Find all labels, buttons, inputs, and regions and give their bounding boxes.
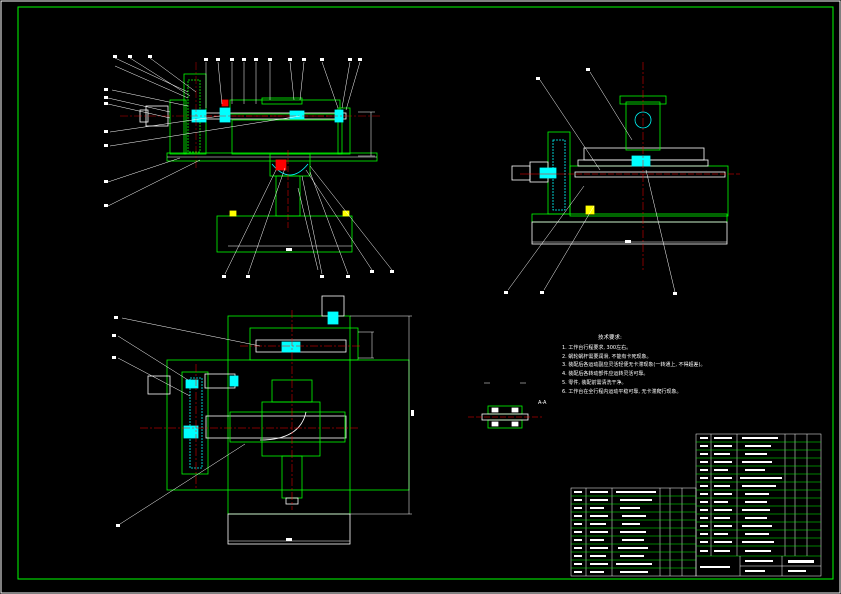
side-view: [511, 62, 740, 270]
section-detail: [468, 382, 542, 429]
technical-note-2: 2. 蜗轮蜗杆需要润滑, 不能有卡死现象。: [562, 353, 652, 360]
section-label: A-A: [538, 400, 547, 406]
side-view-annotations: [507, 71, 727, 293]
top-view-annotations: [117, 315, 412, 542]
technical-notes: 技术要求: 1. 工作台行程要求, 300左右。 2. 蜗轮蜗杆需要润滑, 不能…: [562, 334, 802, 397]
parts-list-right: [695, 433, 822, 577]
technical-note-3: 3. 装配后各运动副应灵活轻便无卡滞现象(一转通上, 不得超差)。: [562, 362, 706, 369]
parts-list-left: [570, 487, 697, 577]
technical-note-5: 5. 零件, 装配前需清洗干净。: [562, 379, 627, 386]
front-view-annotations: [107, 57, 393, 275]
title-block-text-marks: [574, 437, 814, 573]
front-view: [120, 62, 380, 253]
side-view-balloons: [504, 68, 677, 295]
technical-notes-title: 技术要求:: [598, 335, 622, 341]
technical-note-4: 4. 装配后各转动部件应运转灵活可靠。: [562, 371, 649, 378]
drawing-frame: [17, 6, 834, 580]
top-view-balloons: [112, 316, 414, 541]
top-view: [140, 295, 410, 545]
technical-note-6: 6. 工作台在全行程内运动平稳可靠, 无卡滞爬行现象。: [562, 388, 682, 395]
front-view-balloons: [104, 55, 394, 278]
technical-note-1: 1. 工作台行程要求, 300左右。: [562, 344, 632, 351]
